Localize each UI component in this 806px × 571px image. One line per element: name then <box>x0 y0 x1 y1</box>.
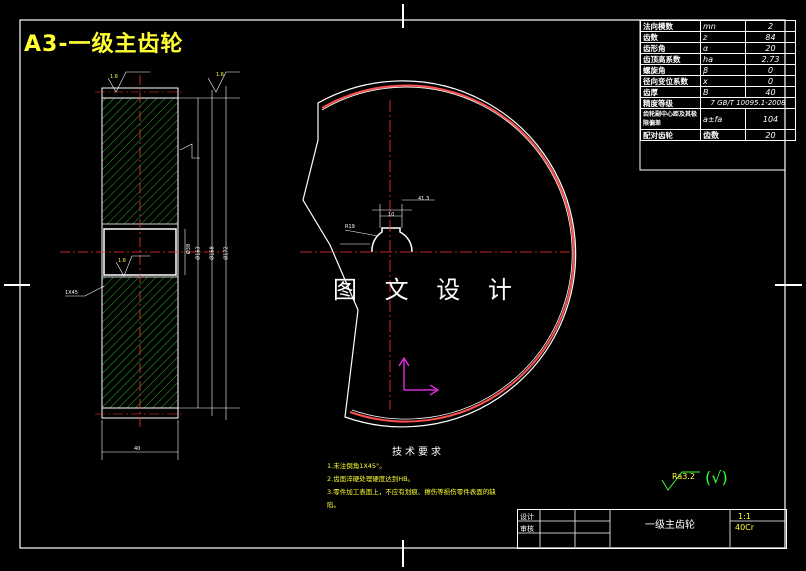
gear-outline <box>302 80 577 428</box>
tech-requirements-title: 技术要求 <box>392 447 444 458</box>
title-block-scale: 1:1 <box>738 512 751 521</box>
tech-note: 陷。 <box>327 501 340 509</box>
title-block-check-label: 审核 <box>520 525 534 533</box>
title-block <box>517 509 787 549</box>
surface-roughness-label: Ra3.2 <box>672 472 696 481</box>
tip-diameter-label: Ø172 <box>223 246 230 260</box>
keyway-width-label: 10 <box>388 212 395 218</box>
gear-front-view <box>300 80 577 428</box>
chamfer-label: 1X45 <box>65 290 78 296</box>
drawing-title: A3-一级主齿轮 <box>24 32 184 57</box>
roughness-label: 1.6 <box>110 74 118 80</box>
gear-section-view <box>60 71 240 460</box>
bore-diameter-label: Ø38 <box>186 243 193 255</box>
title-block-design-label: 设计 <box>520 513 534 521</box>
tech-requirements-notes: 1.未注倒角1X45°。 2.齿面淬硬处理硬度达到HB。 3.零件加工表面上，不… <box>327 460 507 512</box>
tech-note: 2.齿面淬硬处理硬度达到HB。 <box>327 475 415 483</box>
roughness-label: 1.6 <box>118 258 126 264</box>
roughness-symbol <box>661 471 700 491</box>
title-block-material: 40Cr <box>735 523 755 532</box>
title-block-part-name: 一级主齿轮 <box>645 520 695 531</box>
root-diameter-label: Ø163 <box>195 246 202 260</box>
ucs-axis-icon <box>398 356 440 396</box>
keyway-depth-label: 41.3 <box>418 196 430 202</box>
bore-radius-label: R19 <box>345 224 355 230</box>
title-block-grid <box>517 509 785 547</box>
width-dimension: 40 <box>134 446 141 452</box>
bore-keyway <box>371 227 413 253</box>
watermark: 图 文 设 计 <box>333 276 522 304</box>
tech-note: 3.零件加工表面上，不应有划痕、擦伤等损伤零件表面的缺 <box>327 488 496 496</box>
pitch-diameter-label: Ø168 <box>209 246 216 260</box>
tech-note: 1.未注倒角1X45°。 <box>327 462 386 470</box>
general-roughness-symbol: (√) <box>705 468 728 487</box>
roughness-label: 1.6 <box>216 72 224 78</box>
gear-tip-circle <box>321 84 575 423</box>
